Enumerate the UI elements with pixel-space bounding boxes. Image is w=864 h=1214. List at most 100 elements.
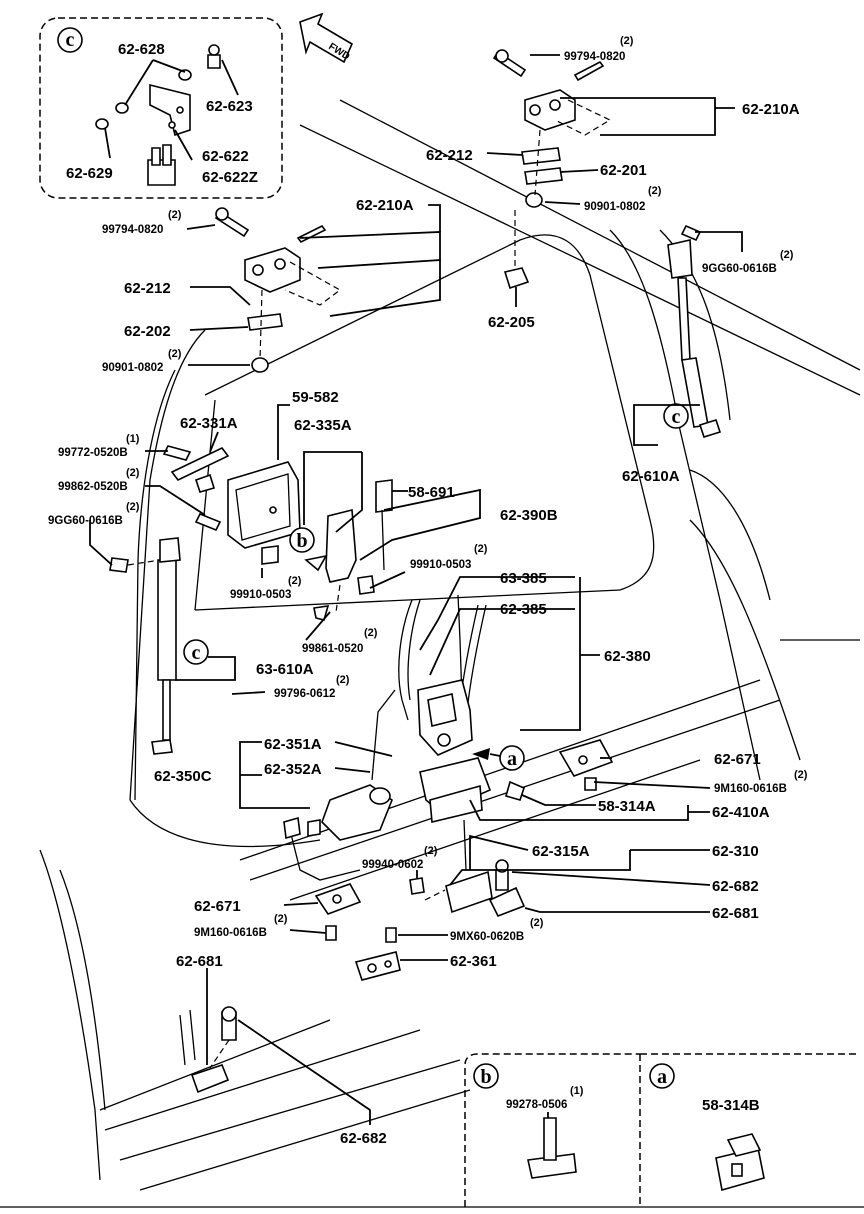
callout-63-610a: 63-610A xyxy=(256,661,314,678)
callout-99772-0520b: 99772-0520B xyxy=(58,447,128,459)
qty-9gg60-0616b-left: (2) xyxy=(126,501,140,513)
qty-99796-0612: (2) xyxy=(336,674,350,686)
circle-ref-c-inset: c xyxy=(66,29,75,51)
callout-9mx60-0620b: 9MX60-0620B xyxy=(450,931,524,943)
callout-99796-0612: 99796-0612 xyxy=(274,688,335,700)
qty-99772-0520b: (1) xyxy=(126,433,140,445)
callout-62-629: 62-629 xyxy=(66,165,113,182)
callout-99794-0820-left: 99794-0820 xyxy=(102,224,163,236)
striker-62-310-part xyxy=(445,870,493,914)
callout-62-671-left: 62-671 xyxy=(194,898,241,915)
qty-90901-0802-left: (2) xyxy=(168,348,182,360)
callout-59-582: 59-582 xyxy=(292,389,339,406)
callout-62-610a: 62-610A xyxy=(622,468,680,485)
qty-9m160-0616b-right: (2) xyxy=(794,769,808,781)
circle-ref-a-inset: a xyxy=(657,1066,667,1088)
circle-ref-c-right: c xyxy=(672,406,681,428)
callout-99278-0506: 99278-0506 xyxy=(506,1099,567,1111)
bolt-62-682-part xyxy=(495,869,509,891)
callout-58-691: 58-691 xyxy=(408,484,455,501)
callout-62-681-right: 62-681 xyxy=(712,905,759,922)
qty-99940-0602: (2) xyxy=(424,845,438,857)
bracket-62-681-lower-part xyxy=(190,1064,230,1094)
circle-refs: c b c a xyxy=(183,403,689,771)
qty-9mx60-0620b: (2) xyxy=(530,917,544,929)
qty-9gg60-0616b-right: (2) xyxy=(780,249,794,261)
callout-62-410a: 62-410A xyxy=(712,804,770,821)
callout-62-315a: 62-315A xyxy=(532,843,590,860)
circle-ref-c-left: c xyxy=(192,642,201,664)
gas-strut-right xyxy=(667,224,722,438)
callout-9m160-0616b-right: 9M160-0616B xyxy=(714,783,787,795)
callout-62-380: 62-380 xyxy=(604,648,651,665)
callout-99861-0520: 99861-0520 xyxy=(302,643,363,655)
callout-62-210a-left: 62-210A xyxy=(356,197,414,214)
nut-90901-left-part xyxy=(251,357,269,373)
callout-62-212-upper: 62-212 xyxy=(426,147,473,164)
license-lamp-housing xyxy=(162,445,301,565)
callout-9gg60-0616b-left: 9GG60-0616B xyxy=(48,515,123,527)
circle-ref-b-main: b xyxy=(296,530,307,552)
callout-62-671-right: 62-671 xyxy=(714,751,761,768)
callout-62-201: 62-201 xyxy=(600,162,647,179)
callout-62-210a-upper: 62-210A xyxy=(742,101,800,118)
circle-ref-b-inset: b xyxy=(480,1066,491,1088)
callout-62-390b: 62-390B xyxy=(500,507,558,524)
callout-99862-0520b: 99862-0520B xyxy=(58,481,128,493)
lower-hardware xyxy=(190,739,614,1094)
lock-actuator-62-380 xyxy=(283,679,492,881)
clip-99278-part xyxy=(527,1153,577,1179)
callout-62-385: 62-385 xyxy=(500,601,547,618)
callout-62-622: 62-622 xyxy=(202,148,249,165)
callout-9gg60-0616b-right: 9GG60-0616B xyxy=(702,263,777,275)
callout-62-681-lower: 62-681 xyxy=(176,953,223,970)
bolt-62-623-part xyxy=(207,54,221,69)
qty-99910-0503-left: (2) xyxy=(288,575,302,587)
washer-62-629-part xyxy=(95,118,109,130)
bracket-62-622-part xyxy=(149,83,191,137)
callout-62-682-lower: 62-682 xyxy=(340,1130,387,1147)
bumper-62-205-part xyxy=(503,267,530,290)
callout-63-385: 63-385 xyxy=(500,570,547,587)
plate-62-212-right-part xyxy=(521,147,561,165)
callout-90901-0802-upper: 90901-0802 xyxy=(584,201,645,213)
qty-9m160-0616b-left: (2) xyxy=(274,913,288,925)
qty-99794-0820-left: (2) xyxy=(168,209,182,221)
plate-62-361-part xyxy=(354,951,401,981)
callout-99910-0503-right: 99910-0503 xyxy=(410,559,471,571)
callout-90901-0802-left: 90901-0802 xyxy=(102,362,163,374)
clip-58-314a-part xyxy=(505,780,525,801)
nut-90901-right-part xyxy=(525,192,543,208)
circle-ref-a-main: a xyxy=(507,748,517,770)
plate-62-202-part xyxy=(247,313,283,331)
callout-99940-0602: 99940-0602 xyxy=(362,859,423,871)
leader-lines xyxy=(89,54,743,1125)
callout-62-310: 62-310 xyxy=(712,843,759,860)
callout-58-314b: 58-314B xyxy=(702,1097,760,1114)
upper-hinge-right xyxy=(492,49,612,208)
callout-62-628: 62-628 xyxy=(118,41,165,58)
callout-62-361: 62-361 xyxy=(450,953,497,970)
qty-99794-0820-upper: (2) xyxy=(620,35,634,47)
latch-bracket-62-335a xyxy=(304,479,393,621)
qty-99278-0506: (1) xyxy=(570,1085,584,1097)
callout-labels: 62-628 62-623 62-629 62-622 62-622Z (2) … xyxy=(48,35,808,1147)
handle-62-331a-part xyxy=(170,446,230,482)
callout-62-622z: 62-622Z xyxy=(202,169,258,186)
callout-62-351a: 62-351A xyxy=(264,736,322,753)
callout-62-350c: 62-350C xyxy=(154,768,212,785)
callout-99910-0503-left: 99910-0503 xyxy=(230,589,291,601)
gas-strut-left xyxy=(109,537,181,755)
callout-62-335a: 62-335A xyxy=(294,417,352,434)
callout-62-352a: 62-352A xyxy=(264,761,322,778)
callout-62-205: 62-205 xyxy=(488,314,535,331)
callout-62-682-right: 62-682 xyxy=(712,878,759,895)
part-58-691 xyxy=(375,479,393,513)
callout-62-623: 62-623 xyxy=(206,98,253,115)
fwd-arrow: FWD xyxy=(299,12,354,64)
qty-99910-0503-right: (2) xyxy=(474,543,488,555)
qty-99861-0520: (2) xyxy=(364,627,378,639)
qty-99862-0520b: (2) xyxy=(126,467,140,479)
callout-58-314a: 58-314A xyxy=(598,798,656,815)
